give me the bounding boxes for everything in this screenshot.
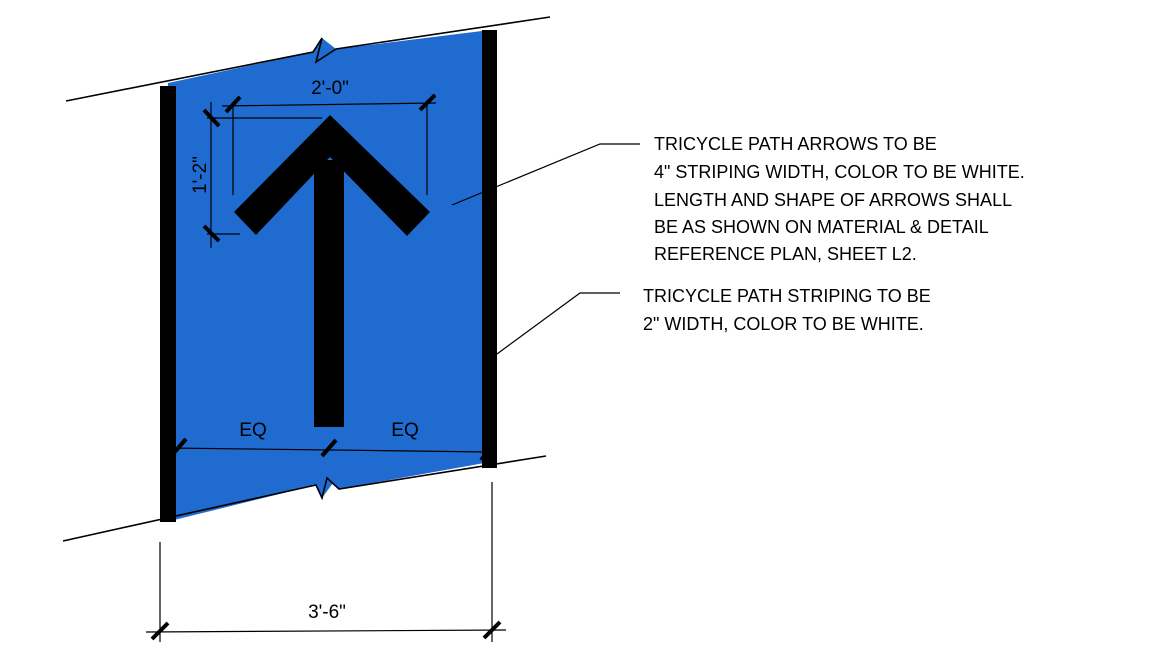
- arrow-note-line-4: BE AS SHOWN ON MATERIAL & DETAIL: [654, 217, 989, 237]
- arrow-note: TRICYCLE PATH ARROWS TO BE 4" STRIPING W…: [654, 134, 1025, 264]
- arrow-symbol: [234, 115, 430, 427]
- eq-dimension: [167, 437, 497, 462]
- arrow-height-label: 1'-2": [190, 156, 211, 194]
- arrow-note-line-1: TRICYCLE PATH ARROWS TO BE: [654, 134, 937, 154]
- striping-note: TRICYCLE PATH STRIPING TO BE 2" WIDTH, C…: [643, 286, 931, 334]
- arrow-note-line-3: LENGTH AND SHAPE OF ARROWS SHALL: [654, 190, 1012, 210]
- path-width-dimension: [145, 482, 507, 642]
- eq-right-label: EQ: [391, 420, 418, 441]
- path-bottom-edge: [62, 455, 547, 542]
- arrow-width-dimension: [221, 93, 437, 195]
- arrow-head: [234, 115, 430, 236]
- right-striping: [482, 30, 497, 468]
- arrow-note-line-2: 4" STRIPING WIDTH, COLOR TO BE WHITE.: [654, 162, 1025, 182]
- path-width-label: 3'-6": [308, 602, 346, 623]
- striping-note-line-1: TRICYCLE PATH STRIPING TO BE: [643, 286, 931, 306]
- path-top-edge: [65, 16, 551, 102]
- striping-note-leader: [496, 292, 620, 355]
- striping-note-line-2: 2" WIDTH, COLOR TO BE WHITE.: [643, 314, 924, 334]
- left-striping: [160, 86, 176, 522]
- arrow-note-leader: [451, 143, 640, 206]
- eq-left-label: EQ: [239, 420, 266, 441]
- arrow-height-dimension: [202, 102, 322, 248]
- arrow-note-line-5: REFERENCE PLAN, SHEET L2.: [654, 244, 917, 264]
- arrow-width-label: 2'-0": [311, 78, 349, 99]
- arrow-shaft: [314, 160, 344, 427]
